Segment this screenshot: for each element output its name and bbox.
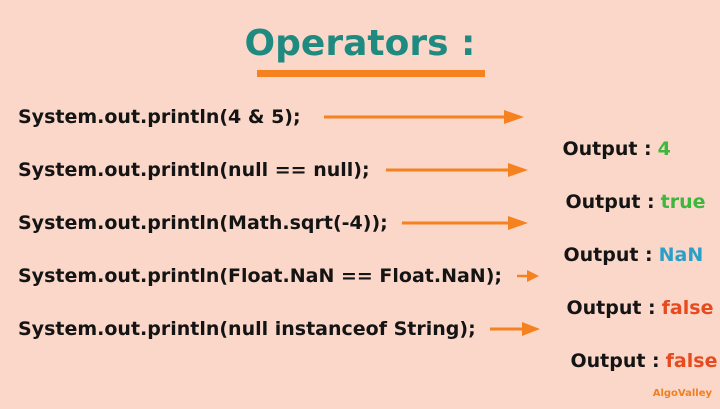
brand-watermark: AlgoValley [652,388,712,399]
arrow-right-icon [490,322,540,336]
output-text: Output :NaN [537,207,703,303]
code-row: System.out.println(Float.NaN == Float.Na… [18,260,713,319]
arrow-right-icon [402,216,528,230]
code-row: System.out.println(4 & 5); Output :4 [18,101,698,160]
output-value: false [665,350,718,372]
code-row: System.out.println(null == null); Output… [18,154,706,213]
arrow-right-icon [386,163,528,177]
output-value: true [660,191,706,213]
output-text: Output :false [544,313,717,409]
output-text: Output :false [540,260,713,356]
code-statement: System.out.println(Float.NaN == Float.Na… [18,265,502,287]
code-statement: System.out.println(Math.sqrt(-4)); [18,212,388,234]
output-label: Output : [562,138,652,160]
arrow-right-icon [517,270,539,282]
output-text: Output :true [539,154,706,250]
output-value: false [661,297,714,319]
title-container: Operators : [0,22,720,66]
code-row: System.out.println(Math.sqrt(-4)); Outpu… [18,207,703,266]
output-label: Output : [570,350,660,372]
code-statement: System.out.println(null instanceof Strin… [18,318,476,340]
code-statement: System.out.println(4 & 5); [18,106,301,128]
code-statement: System.out.println(null == null); [18,159,370,181]
output-label: Output : [563,244,653,266]
arrow-right-icon [324,110,524,124]
output-label: Output : [565,191,655,213]
output-text: Output :4 [536,101,671,197]
code-row: System.out.println(null instanceof Strin… [18,313,717,372]
page-title: Operators : [244,23,476,64]
output-value: 4 [657,138,671,160]
output-label: Output : [566,297,656,319]
output-value: NaN [658,244,704,266]
title-underline [257,70,485,77]
